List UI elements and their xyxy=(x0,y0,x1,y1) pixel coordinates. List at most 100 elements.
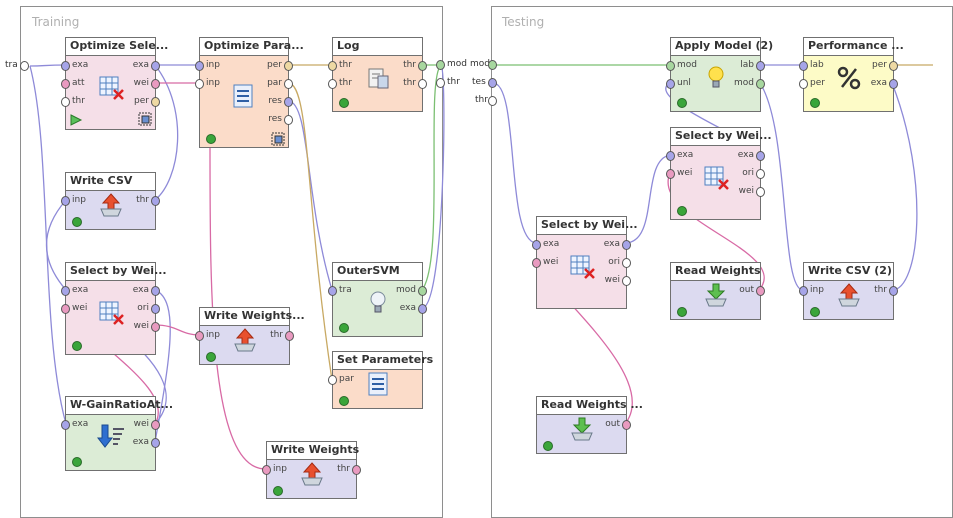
output-port[interactable] xyxy=(151,304,160,314)
output-port[interactable] xyxy=(622,240,631,250)
input-port[interactable] xyxy=(799,286,808,296)
output-port[interactable] xyxy=(418,286,427,296)
status-indicator xyxy=(543,441,553,451)
output-port[interactable] xyxy=(622,276,631,286)
percent-icon xyxy=(837,66,861,90)
input-port[interactable] xyxy=(799,79,808,89)
input-port[interactable] xyxy=(195,79,204,89)
subprocess-icon[interactable] xyxy=(271,132,285,146)
port-label: wei xyxy=(543,257,559,267)
input-port[interactable] xyxy=(666,61,675,71)
port-label: thr xyxy=(337,464,350,474)
output-port[interactable] xyxy=(284,79,293,89)
input-port[interactable] xyxy=(666,169,675,179)
output-port[interactable] xyxy=(284,97,293,107)
output-port[interactable] xyxy=(622,258,631,268)
output-port[interactable] xyxy=(418,79,427,89)
input-port[interactable] xyxy=(328,375,337,385)
input-port[interactable] xyxy=(61,420,70,430)
w-gainratio-operator[interactable]: W-GainRatioAt... exa wei exa xyxy=(61,396,173,471)
performance-operator[interactable]: Performance ... lab per per exa xyxy=(799,37,904,112)
write-upload-icon xyxy=(234,328,256,352)
output-port[interactable] xyxy=(756,151,765,161)
input-port[interactable] xyxy=(532,258,541,268)
input-port[interactable] xyxy=(262,465,271,475)
output-port[interactable] xyxy=(622,420,631,430)
output-port[interactable] xyxy=(151,286,160,296)
optimize-selection-operator[interactable]: Optimize Sele... exa att thr exa wei per xyxy=(61,37,168,130)
output-port[interactable] xyxy=(756,286,765,296)
output-port[interactable] xyxy=(756,187,765,197)
optimize-parameters-operator[interactable]: Optimize Para... inp inp per par res res xyxy=(195,37,304,148)
input-port[interactable] xyxy=(61,61,70,71)
write-weights-operator[interactable]: Write Weights inp thr xyxy=(262,441,361,499)
input-port[interactable] xyxy=(666,151,675,161)
port-label: exa xyxy=(132,285,149,295)
port-label: out xyxy=(605,419,620,429)
training-mod-output-label: mod xyxy=(447,59,467,69)
output-port[interactable] xyxy=(352,465,361,475)
write-csv-operator[interactable]: Write CSV inp thr xyxy=(61,172,160,230)
training-thr-output-port[interactable] xyxy=(436,78,445,88)
input-port[interactable] xyxy=(328,286,337,296)
output-port[interactable] xyxy=(284,61,293,71)
port-label: par xyxy=(267,78,282,88)
play-icon[interactable] xyxy=(70,114,83,126)
output-port[interactable] xyxy=(151,420,160,430)
input-port[interactable] xyxy=(61,286,70,296)
select-by-weights-operator[interactable]: Select by Wei... exa wei exa ori wei xyxy=(666,127,772,220)
output-port[interactable] xyxy=(756,169,765,179)
input-port[interactable] xyxy=(61,196,70,206)
testing-tes-input-port[interactable] xyxy=(488,78,497,88)
input-port[interactable] xyxy=(61,79,70,89)
output-port[interactable] xyxy=(889,79,898,89)
input-port[interactable] xyxy=(61,97,70,107)
output-port[interactable] xyxy=(889,286,898,296)
port-label: thr xyxy=(339,78,352,88)
log-operator[interactable]: Log thr thr thr thr xyxy=(328,37,427,112)
output-port[interactable] xyxy=(151,79,160,89)
input-port[interactable] xyxy=(799,61,808,71)
input-port[interactable] xyxy=(195,61,204,71)
port-label: thr xyxy=(339,60,352,70)
read-weights-operator[interactable]: Read Weights out xyxy=(670,262,765,320)
input-port[interactable] xyxy=(328,79,337,89)
write-csv-operator[interactable]: Write CSV (2) inp thr xyxy=(799,262,898,320)
subprocess-icon[interactable] xyxy=(138,112,152,126)
outer-svm-operator[interactable]: OuterSVM tra mod exa xyxy=(328,262,427,337)
input-port[interactable] xyxy=(61,304,70,314)
set-parameters-operator[interactable]: Set Parameters par xyxy=(328,351,433,409)
port-label: exa xyxy=(737,150,754,160)
operator-title: Read Weights xyxy=(671,263,761,281)
read-download-icon xyxy=(571,417,593,441)
output-port[interactable] xyxy=(151,97,160,107)
output-port[interactable] xyxy=(151,196,160,206)
output-port[interactable] xyxy=(285,331,294,341)
output-port[interactable] xyxy=(151,438,160,448)
write-weights-operator[interactable]: Write Weights... inp thr xyxy=(195,307,305,365)
select-by-weights-operator[interactable]: Select by Wei... exa wei exa ori wei xyxy=(532,216,638,309)
testing-thr-input-port[interactable] xyxy=(488,96,497,106)
port-label: exa xyxy=(132,60,149,70)
select-by-weights-operator[interactable]: Select by Wei... exa wei exa ori wei xyxy=(61,262,167,355)
input-port[interactable] xyxy=(666,79,675,89)
training-input-port[interactable] xyxy=(20,61,29,71)
output-port[interactable] xyxy=(418,304,427,314)
output-port[interactable] xyxy=(756,79,765,89)
apply-model-operator[interactable]: Apply Model (2) mod unl lab mod xyxy=(666,37,773,112)
read-weights-operator[interactable]: Read Weights ... out xyxy=(536,396,643,454)
training-thr-output-label: thr xyxy=(447,77,460,87)
output-port[interactable] xyxy=(418,61,427,71)
training-mod-output-port[interactable] xyxy=(436,60,445,70)
output-port[interactable] xyxy=(151,61,160,71)
output-port[interactable] xyxy=(756,61,765,71)
input-port[interactable] xyxy=(532,240,541,250)
testing-mod-input-label: mod xyxy=(470,59,490,69)
input-port[interactable] xyxy=(328,61,337,71)
output-port[interactable] xyxy=(889,61,898,71)
port-label: out xyxy=(739,285,754,295)
output-port[interactable] xyxy=(151,322,160,332)
input-port[interactable] xyxy=(195,331,204,341)
testing-mod-input-port[interactable] xyxy=(488,60,497,70)
output-port[interactable] xyxy=(284,115,293,125)
